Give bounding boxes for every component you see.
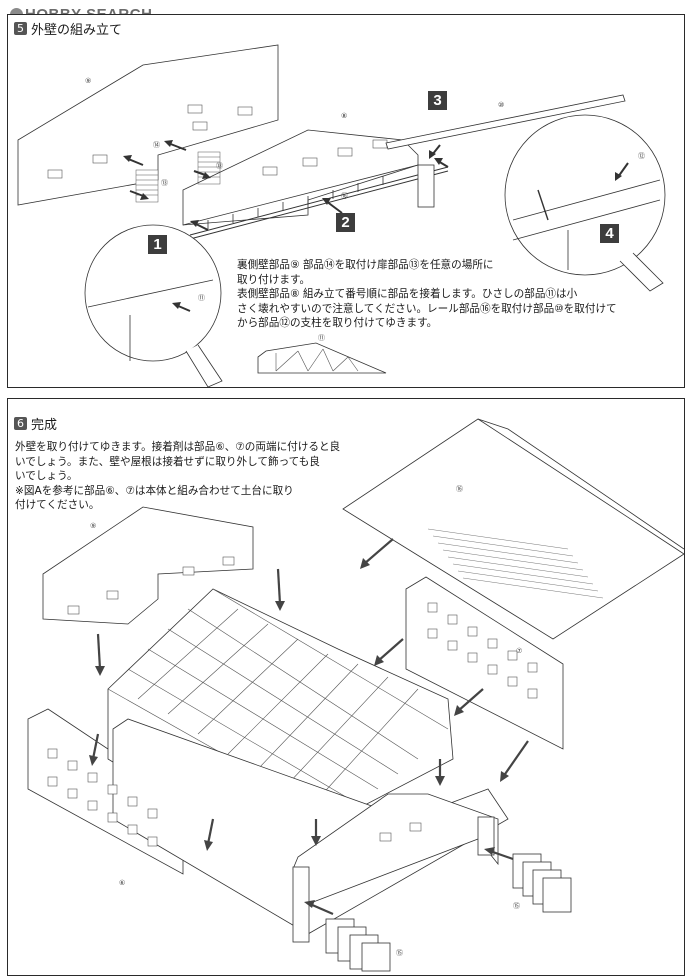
step5-instructions: 裏側壁部品⑨ 部品⑭を取付け扉部品⑬を任意の場所に 取り付けます。 表側壁部品⑧…: [237, 258, 617, 331]
part-label-14: ⑭: [153, 141, 160, 149]
part-label-7: ⑦: [516, 647, 522, 655]
roof-panels-15-right: [512, 853, 572, 913]
part-label-9: ⑨: [85, 77, 91, 85]
step5-panel: 5 外壁の組み立て: [7, 14, 685, 388]
rail-part-10: [385, 94, 626, 150]
front-pillar-left: [292, 866, 310, 943]
detail-circle-4: [504, 114, 666, 276]
step5-line-4: さく壊れやすいので注意してください。レール部品⑯を取付け部品⑩を取付けて: [237, 302, 617, 315]
step5-line-1: 裏側壁部品⑨ 部品⑭を取付け扉部品⑬を任意の場所に: [237, 259, 494, 271]
step6-line-4: ※図Aを参考に部品⑥、⑦は本体と組み合わせて土台に取り: [15, 484, 294, 497]
part-label-8: ⑧: [341, 112, 347, 120]
part-label-15b: ⑮: [396, 949, 403, 957]
part-11-sketch: [257, 342, 387, 374]
step6-line-3: いでしょう。: [15, 470, 78, 482]
step6-badge: 6: [14, 417, 27, 430]
part-label-6: ⑥: [119, 879, 125, 887]
step5-line-2: 取り付けます。: [237, 273, 311, 286]
part-label-15a: ⑮: [513, 902, 520, 910]
front-wall-8: [182, 129, 419, 226]
step6-header: 6 完成: [14, 414, 57, 433]
step6-panel: 6 完成 外壁を取り付けてゆきます。接着剤は部品⑥、⑦の両端に付けると良 いでし…: [7, 398, 685, 976]
part-label-13a: ⑬: [161, 179, 168, 187]
step5-badge: 5: [14, 22, 27, 35]
back-wall-9: [42, 506, 254, 625]
callout-4: 4: [600, 224, 619, 243]
part-label-16: ⑯: [456, 485, 463, 493]
roof-16: [342, 418, 684, 640]
part-label-11b: ⑪: [318, 334, 325, 342]
part-label-13b: ⑬: [216, 162, 223, 170]
step6-illustration: ⑨ ⑯ ⑦ ⑥ ⑮ ⑮: [27, 418, 684, 972]
front-wall: [292, 793, 499, 905]
base-board: [112, 718, 509, 935]
part-label-12: ⑫: [638, 152, 645, 160]
part-label-10: ⑩: [498, 101, 504, 109]
callout-3: 3: [428, 91, 447, 110]
side-wall-7: [405, 576, 564, 750]
step5-title: 外壁の組み立て: [31, 23, 123, 38]
roof-panels-15-bottom: [325, 918, 391, 972]
step6-line-5: 付けてください。: [15, 499, 100, 511]
part-label-9: ⑨: [90, 522, 96, 530]
part-label-11a: ⑪: [198, 294, 205, 302]
callout-1: 1: [148, 235, 167, 254]
callout-2: 2: [336, 213, 355, 232]
step5-illustration: ⑨ ⑧ ⑩ ⑫ ⑬ ⑬ ⑭ ⑯ ⑪ ⑪: [17, 44, 666, 387]
part-label-16: ⑯: [341, 192, 348, 200]
step6-line-1: 外壁を取り付けてゆきます。接着剤は部品⑥、⑦の両端に付けると良: [15, 441, 341, 453]
front-pillar-right: [477, 816, 495, 856]
step6-title: 完成: [31, 418, 58, 433]
step6-line-2: いでしょう。また、壁や屋根は接着せずに取り外して飾っても良: [15, 455, 320, 468]
step5-line-3: 表側壁部品⑧ 組み立て番号順に部品を接着します。ひさしの部品⑪は小: [237, 288, 578, 300]
step5-line-5: から部品⑫の支柱を取り付けてゆきます。: [237, 317, 438, 329]
step6-instructions: 外壁を取り付けてゆきます。接着剤は部品⑥、⑦の両端に付けると良 いでしょう。また…: [15, 440, 340, 513]
step5-header: 5 外壁の組み立て: [14, 19, 122, 38]
